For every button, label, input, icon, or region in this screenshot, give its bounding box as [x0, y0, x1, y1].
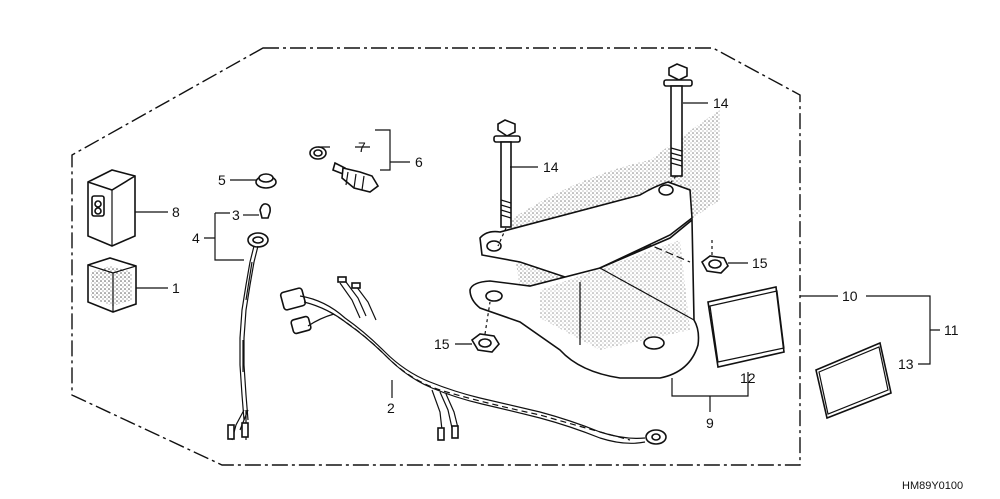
- assembly-boundary: [71, 47, 801, 466]
- callout-12: 12: [740, 370, 756, 386]
- part-13-label[interactable]: [815, 341, 892, 420]
- callout-6: 6: [415, 154, 423, 170]
- part-3-bulb[interactable]: [259, 203, 271, 219]
- part-9-bracket[interactable]: [469, 110, 720, 379]
- part-2-wire-harness[interactable]: [279, 276, 667, 445]
- part-4-socket-harness[interactable]: [227, 232, 269, 441]
- part-8-regulator[interactable]: [87, 169, 136, 247]
- callout-15-right: 15: [752, 255, 768, 271]
- callout-3: 3: [232, 207, 240, 223]
- callout-2: 2: [387, 400, 395, 416]
- part-12-label[interactable]: [707, 286, 785, 368]
- part-14-bolt-left[interactable]: [493, 119, 521, 247]
- part-1-cover[interactable]: [87, 257, 137, 313]
- part-15-nut-left[interactable]: [470, 301, 500, 353]
- callout-14-left: 14: [543, 159, 559, 175]
- callout-15-left: 15: [434, 336, 450, 352]
- callouts: 1 2 3 4 5 6 7 8 9 10 11 12 13 14 14 15 1…: [172, 95, 959, 431]
- callout-4: 4: [192, 230, 200, 246]
- callout-10: 10: [842, 288, 858, 304]
- part-5-grommet[interactable]: [255, 173, 277, 189]
- part-15-nut-right[interactable]: [700, 240, 729, 274]
- callout-11: 11: [944, 322, 959, 338]
- callout-1: 1: [172, 280, 180, 296]
- part-14-bolt-right[interactable]: [663, 63, 693, 187]
- callout-13: 13: [898, 356, 914, 372]
- callout-8: 8: [172, 204, 180, 220]
- callout-7: 7: [358, 139, 366, 155]
- callout-9: 9: [706, 415, 714, 431]
- callout-5: 5: [218, 172, 226, 188]
- diagram-code: HM89Y0100: [902, 480, 963, 492]
- leader-lines: [135, 102, 940, 412]
- part-6-switch[interactable]: [309, 146, 380, 193]
- callout-14-right: 14: [713, 95, 729, 111]
